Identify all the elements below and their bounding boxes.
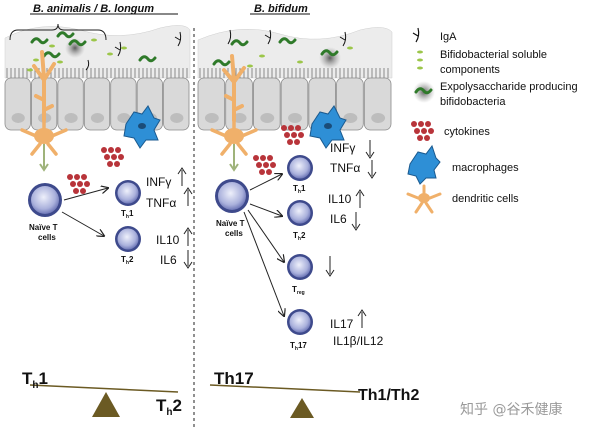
right-th2-cytokine-1: IL10 (328, 192, 352, 206)
soluble-components-icon (417, 50, 423, 70)
right-th2-cell (287, 200, 313, 226)
right-balance-label-th17: Th17 (214, 369, 254, 388)
left-th2-up-arrow (183, 227, 193, 246)
right-treg-down-arrow (325, 256, 335, 277)
left-cytokines-upper (101, 147, 124, 167)
dendritic-cell-icon (406, 184, 442, 214)
legend-label-eps-2: bifidobacteria (440, 96, 506, 108)
right-arrow-treg (247, 209, 284, 262)
right-naive-t-cell (215, 179, 249, 213)
right-th17-up-arrow (357, 309, 367, 328)
iga-icon (412, 27, 420, 43)
left-th2-cytokine-1: IL10 (156, 233, 180, 247)
right-epithelium (197, 77, 392, 131)
left-panel-title: B. animalis / B. longum (33, 3, 154, 15)
right-cytokines-lower (253, 155, 276, 175)
right-arrow-th2 (249, 203, 282, 216)
left-th2-cell (115, 226, 141, 252)
legend-label-soluble-2: components (440, 64, 500, 76)
eps-bifidobacteria-icon (413, 81, 435, 103)
cytokines-icon (411, 121, 434, 141)
right-naive-label-2: cells (225, 229, 243, 238)
right-cytokines-upper (281, 125, 304, 145)
right-macrophage (309, 105, 347, 149)
left-arrow-th2 (61, 211, 104, 236)
right-th2-down-arrow (351, 212, 361, 231)
left-macrophage (123, 105, 161, 149)
right-th2-cytokine-2: IL6 (330, 212, 347, 226)
legend-label-macrophages: macrophages (452, 162, 519, 174)
right-arrow-th17 (243, 211, 284, 316)
left-naive-t-cell (28, 183, 62, 217)
right-th17-label: Th17 (290, 341, 307, 352)
left-balance-beam (29, 384, 179, 393)
right-th1-cytokine-2: TNFα (330, 161, 360, 175)
epithelial-nucleus (117, 113, 131, 123)
left-th1-cytokine-2: TNFα (146, 196, 176, 210)
legend-label-soluble-1: Bifidobacterial soluble (440, 49, 547, 61)
left-th2-cytokine-2: IL6 (160, 253, 177, 267)
legend-label-iga: IgA (440, 31, 457, 43)
epithelial-nucleus (343, 113, 358, 123)
right-th1-down-arrow-2 (367, 160, 377, 179)
left-balance-label-th2: Th2 (156, 396, 182, 418)
right-th17-cytokine-2: IL1β/IL12 (333, 334, 384, 348)
right-th17-cytokine-1: IL17 (330, 317, 354, 331)
right-th1-cell (287, 155, 313, 181)
watermark: 知乎 @谷禾健康 (460, 401, 562, 418)
epithelial-nucleus (90, 113, 105, 123)
left-dendritic-cell (20, 50, 68, 172)
right-panel-title: B. bifidum (254, 3, 308, 15)
left-th1-up-arrow-2 (183, 187, 193, 206)
left-epithelium (4, 77, 190, 131)
right-treg-label: Treg (292, 285, 305, 296)
right-th17-cell (287, 309, 313, 335)
macrophage-icon (407, 144, 441, 185)
epithelial-nucleus (371, 113, 386, 123)
epithelial-nucleus (288, 113, 302, 123)
left-arrow-th1 (63, 188, 108, 201)
left-th1-up-arrow (177, 167, 187, 186)
right-treg-cell (287, 254, 313, 280)
right-balance-fulcrum (290, 398, 314, 418)
epithelial-nucleus (64, 113, 78, 123)
left-th1-cell (115, 180, 141, 206)
right-th2-up-arrow (355, 189, 365, 208)
left-th1-label: Th1 (121, 209, 134, 220)
left-naive-label-1: Naïve T (29, 223, 58, 232)
right-arrow-th1 (249, 174, 282, 191)
left-th1-cytokine-1: INFγ (146, 175, 171, 189)
right-th1-down-arrow (365, 140, 375, 159)
right-balance-beam (209, 384, 361, 393)
right-mucus-layer (197, 27, 393, 79)
left-th2-down-arrow (183, 250, 193, 269)
legend-label-eps-1: Expolysaccharide producing (440, 81, 578, 93)
right-naive-label-1: Naïve T (216, 219, 245, 228)
right-th2-label: Th2 (293, 231, 306, 242)
legend: IgA Bifidobacterial soluble components E… (406, 27, 578, 214)
right-bacteria (212, 29, 353, 69)
left-balance-fulcrum (92, 392, 120, 417)
left-panel: B. animalis / B. longum (4, 3, 193, 418)
right-th1-label: Th1 (293, 184, 306, 195)
left-th2-label: Th2 (121, 255, 134, 266)
left-cytokines-lower (67, 174, 90, 194)
left-naive-label-2: cells (38, 233, 56, 242)
epithelial-nucleus (204, 113, 219, 123)
legend-label-dendritic: dendritic cells (452, 193, 519, 205)
epithelial-nucleus (232, 113, 247, 123)
epithelial-nucleus (170, 113, 184, 123)
legend-label-cytokines: cytokines (444, 126, 490, 138)
right-dendritic-cell (210, 54, 258, 172)
epithelial-nucleus (260, 113, 275, 123)
right-panel: B. bifidum (197, 3, 419, 418)
left-bacteria (27, 31, 182, 72)
epithelial-nucleus (11, 113, 25, 123)
left-mucus-bracket (9, 23, 107, 41)
left-balance-label-th1: Th1 (22, 369, 48, 391)
right-th1-cytokine-1: INFγ (330, 141, 355, 155)
right-balance-label-th1-th2: Th1/Th2 (358, 387, 419, 404)
